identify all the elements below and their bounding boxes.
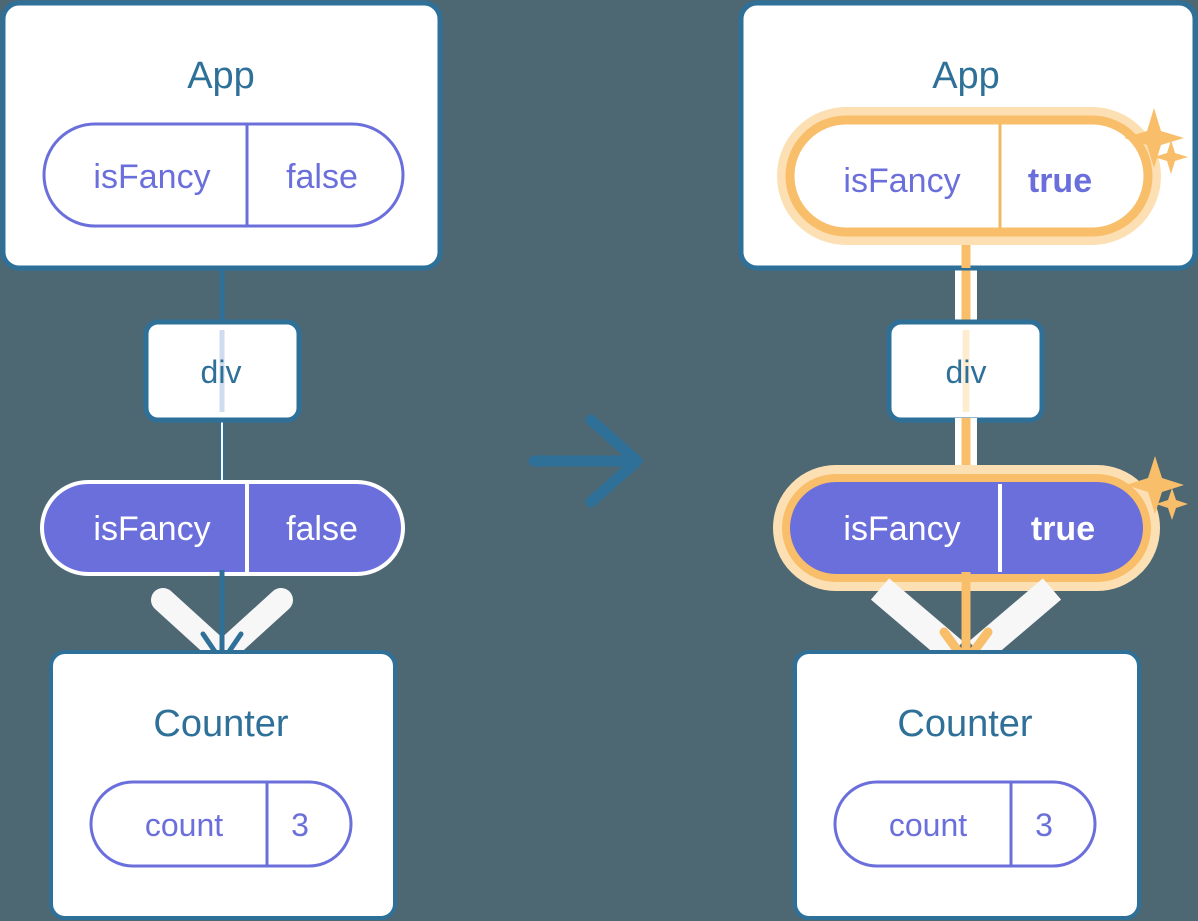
- prop-pill-right-key: isFancy: [843, 510, 960, 548]
- state-pill-app-left-value: false: [286, 158, 358, 196]
- state-pill-counter-left-shape: [89, 780, 353, 868]
- state-pill-counter-left: count 3: [89, 780, 353, 868]
- prop-pill-left-key: isFancy: [93, 510, 210, 548]
- arrow-wing-right-a: [870, 578, 964, 663]
- prop-pill-right: isFancy true: [773, 465, 1160, 591]
- state-pill-counter-right-key: count: [889, 807, 967, 843]
- transition-arrow-right-icon: [528, 414, 643, 508]
- counter-box-title-left: Counter: [153, 703, 289, 745]
- arrow-wing-right-b: [968, 578, 1062, 663]
- state-pill-app-right-value: true: [1028, 162, 1092, 200]
- div-box-right-label: div: [946, 354, 987, 390]
- transition-arrow-head: [585, 414, 643, 508]
- sparkle-icon-small-2: [1156, 488, 1188, 520]
- counter-box-title-right: Counter: [897, 703, 1033, 745]
- state-pill-app-right: isFancy true: [777, 107, 1161, 245]
- state-pill-counter-left-value: 3: [291, 807, 309, 843]
- prop-pill-left: isFancy false: [40, 480, 405, 576]
- sparkle-icon-app-right: [1124, 108, 1188, 174]
- app-box-title-right: App: [932, 55, 1000, 97]
- state-pill-app-right-key: isFancy: [843, 162, 960, 200]
- prop-pill-right-value: true: [1031, 510, 1095, 548]
- panel-before: App isFancy false div isFancy false: [0, 0, 443, 920]
- sparkle-icon-small: [1154, 140, 1188, 174]
- state-pill-counter-left-key: count: [145, 807, 223, 843]
- state-pill-counter-right-shape: [833, 780, 1097, 868]
- app-box-title-left: App: [187, 55, 255, 97]
- sparkle-icon-prop-right: [1126, 456, 1188, 520]
- state-pill-counter-right: count 3: [833, 780, 1097, 868]
- div-box-left-label: div: [201, 354, 242, 390]
- prop-pill-left-value: false: [286, 510, 358, 548]
- state-pill-app-left-shape: [42, 122, 405, 228]
- state-pill-app-left: isFancy false: [42, 122, 405, 228]
- state-pill-app-right-ring: [785, 115, 1153, 237]
- sparkle-icon-large-2: [1126, 456, 1184, 514]
- sparkle-icon-large: [1124, 108, 1184, 168]
- panel-after: App isFancy true div: [738, 0, 1198, 920]
- state-pill-app-left-key: isFancy: [93, 158, 210, 196]
- state-pill-counter-right-value: 3: [1035, 807, 1053, 843]
- arrow-wings-right: [870, 578, 1062, 663]
